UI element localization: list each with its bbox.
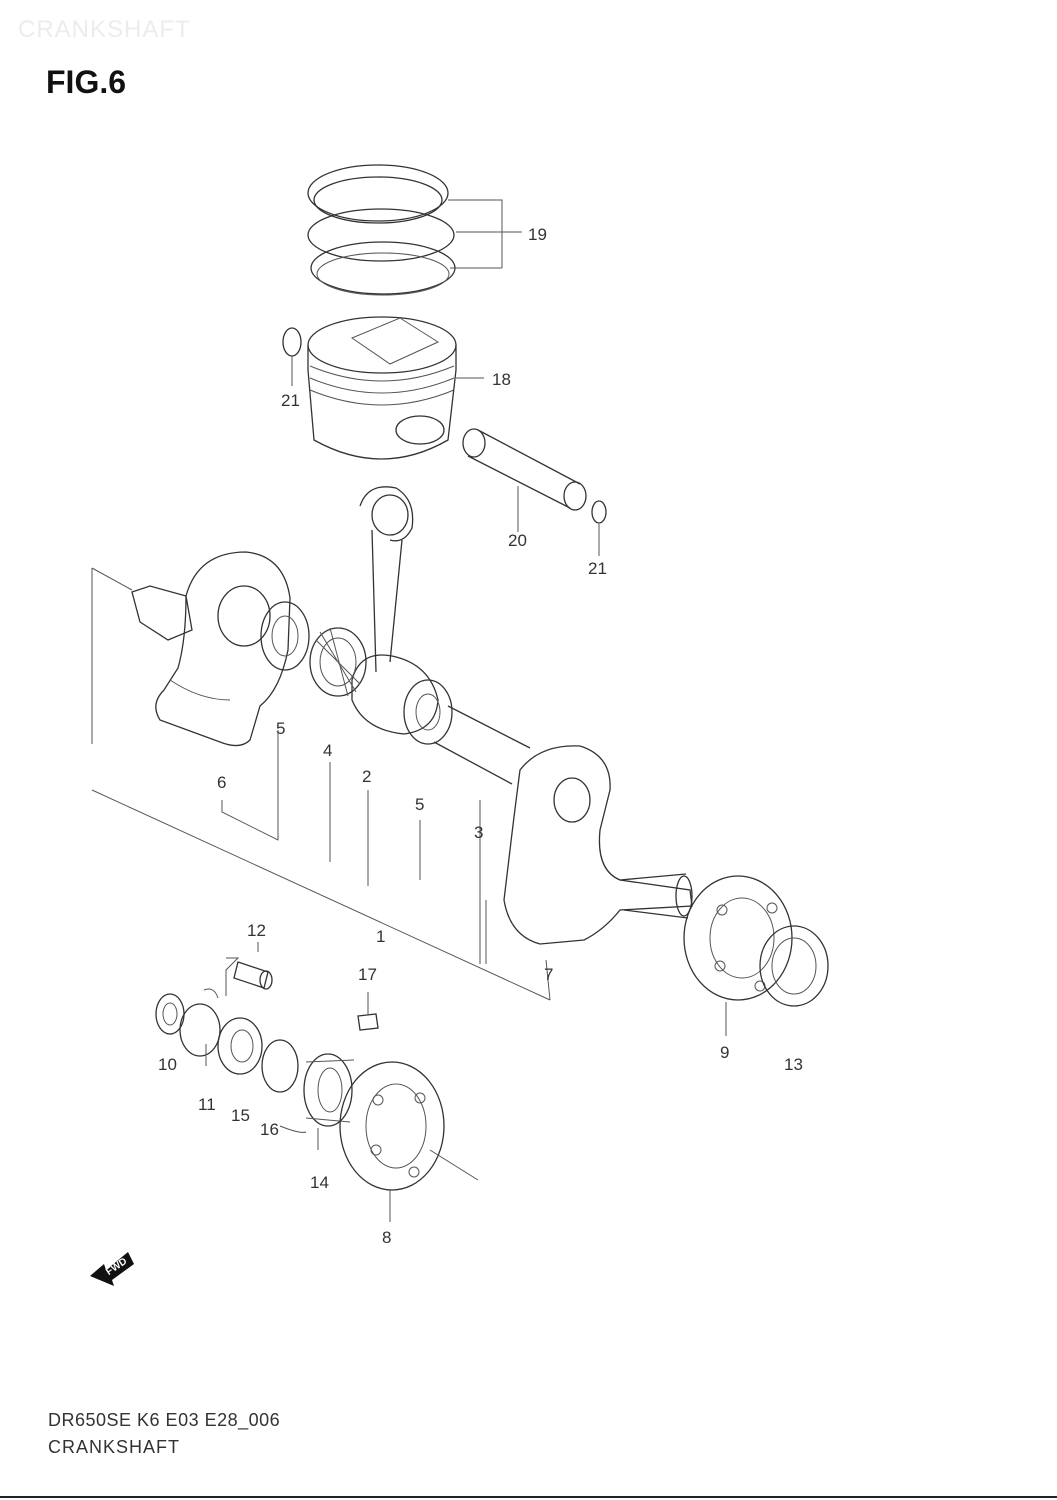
- connecting-rod[interactable]: [351, 486, 439, 735]
- callout-5-left: 5: [276, 719, 285, 738]
- callout-6: 6: [217, 773, 226, 792]
- callout-5-right: 5: [415, 795, 424, 814]
- callout-10: 10: [158, 1055, 177, 1074]
- thrust-washer-left[interactable]: [260, 601, 310, 671]
- gear-14[interactable]: [303, 1053, 355, 1127]
- callout-11: 11: [198, 1095, 216, 1114]
- main-bearing-left[interactable]: [339, 1061, 479, 1191]
- piston-pin-clip-left[interactable]: [282, 327, 302, 357]
- callout-15: 15: [231, 1106, 250, 1125]
- callout-14: 14: [310, 1173, 329, 1192]
- callout-9: 9: [720, 1043, 729, 1062]
- ghost-title: CRANKSHAFT: [18, 16, 191, 43]
- callout-12: 12: [247, 921, 266, 940]
- bolt[interactable]: [233, 961, 273, 990]
- callout-labels: 19 18 21 20 21 5 4 2 6 5 3 1 12 17 7 9 1…: [158, 225, 803, 1247]
- figure-label: FIG.6: [46, 64, 127, 100]
- crankshaft-right-half[interactable]: [503, 745, 693, 945]
- callout-20: 20: [508, 531, 527, 550]
- callout-17: 17: [358, 965, 377, 984]
- piston-rings[interactable]: [307, 164, 456, 296]
- callout-21-right: 21: [588, 559, 607, 578]
- section-name: CRANKSHAFT: [48, 1437, 181, 1457]
- callout-7: 7: [544, 965, 553, 984]
- callout-19: 19: [528, 225, 547, 244]
- callout-4: 4: [323, 741, 332, 760]
- fwd-arrow-icon: FWD: [90, 1252, 134, 1286]
- spacer[interactable]: [357, 1013, 379, 1031]
- model-code: DR650SE K6 E03 E28_006: [48, 1410, 281, 1430]
- callout-13: 13: [784, 1055, 803, 1074]
- callout-16: 16: [260, 1120, 279, 1139]
- callout-2: 2: [362, 767, 371, 786]
- piston-pin-clip-right[interactable]: [591, 500, 607, 524]
- callout-1: 1: [376, 927, 385, 946]
- leader-lines: [205, 199, 727, 1222]
- callout-8: 8: [382, 1228, 391, 1247]
- callout-21-top: 21: [281, 391, 300, 410]
- assembly-bracket-lines: [91, 567, 551, 1001]
- thrust-washer-right[interactable]: [403, 679, 453, 745]
- needle-bearing[interactable]: [309, 627, 367, 697]
- washer-16[interactable]: [261, 1039, 299, 1093]
- piston[interactable]: [307, 316, 457, 460]
- crank-pin[interactable]: [433, 705, 531, 785]
- piston-pin[interactable]: [462, 428, 587, 511]
- callout-3: 3: [474, 823, 483, 842]
- callout-18: 18: [492, 370, 511, 389]
- plate-11[interactable]: [179, 988, 221, 1057]
- crankshaft-left-half[interactable]: [131, 551, 291, 747]
- bottom-border: [0, 1496, 1057, 1498]
- spacer-15[interactable]: [217, 1017, 263, 1075]
- oil-seal-right[interactable]: [759, 925, 829, 1007]
